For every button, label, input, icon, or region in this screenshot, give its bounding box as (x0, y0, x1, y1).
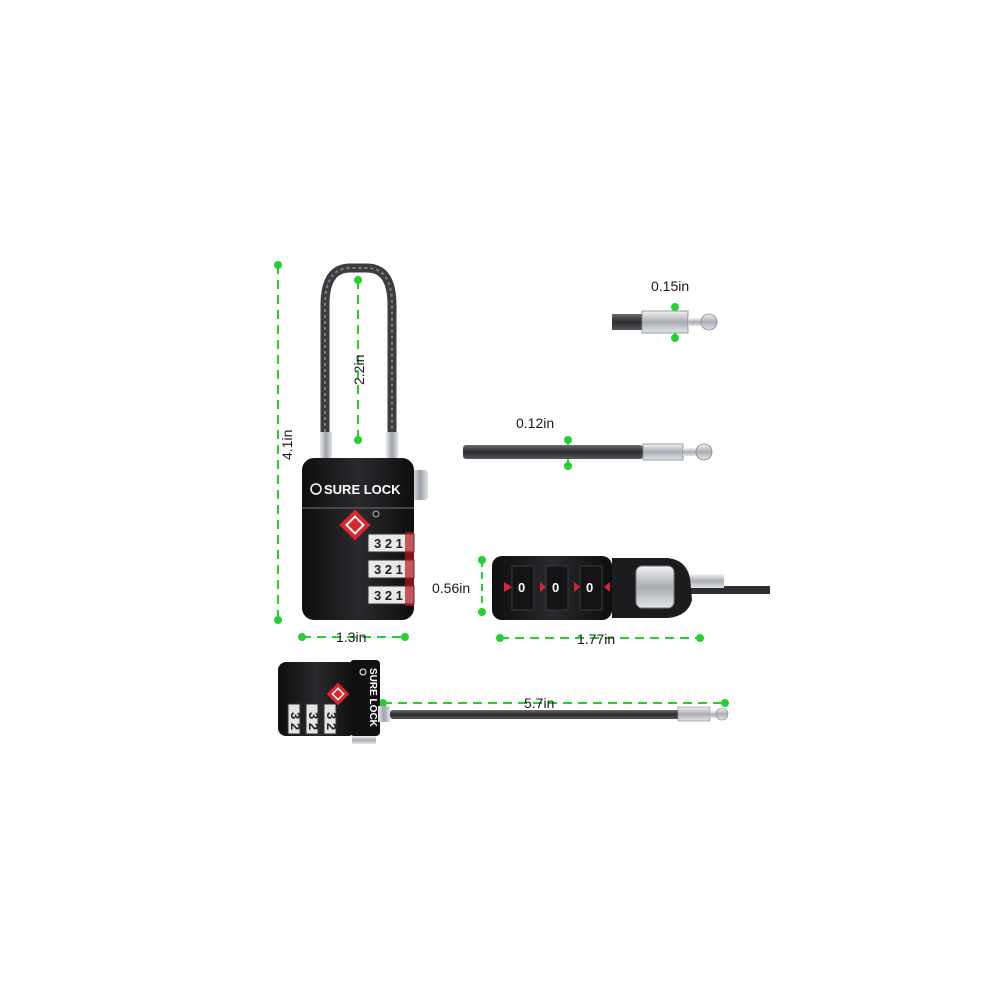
bottom-dial-3: 0 (586, 580, 593, 595)
front-view-lock: SURE LOCK 3 2 1 3 2 1 3 2 1 (302, 263, 428, 620)
label-cable-height: 2.2in (351, 355, 367, 385)
label-cable-tip: 0.15in (651, 278, 689, 294)
dial-1: 3 2 1 (374, 536, 403, 551)
cable-tip-detail (612, 310, 718, 334)
brand-name: SURE LOCK (324, 482, 401, 497)
tsa-logo-icon (339, 509, 380, 541)
side-dial-1: 3 2 (288, 712, 303, 730)
label-body-width: 1.3in (336, 629, 366, 645)
dial-3: 3 2 1 (374, 588, 403, 603)
cable-thickness-detail (463, 443, 713, 461)
dial-2: 3 2 1 (374, 562, 403, 577)
label-cable-thickness: 0.12in (516, 415, 554, 431)
side-dial-3: 3 2 (324, 712, 339, 730)
side-brand-name: SURE LOCK (367, 668, 378, 728)
release-button (412, 470, 428, 500)
bottom-dial-1: 0 (518, 580, 525, 595)
side-tsa-logo-icon (326, 682, 350, 706)
label-body-length: 1.77in (577, 631, 615, 647)
combination-dials: 3 2 1 3 2 1 3 2 1 (367, 532, 415, 606)
brand-logo-icon (310, 483, 322, 495)
side-view-lock: SURE LOCK 3 2 3 2 3 2 (278, 660, 729, 744)
bottom-view-lock: 0 0 0 (492, 556, 770, 620)
label-cable-length: 5.7in (524, 695, 554, 711)
lock-body (302, 458, 414, 620)
side-dial-2: 3 2 (306, 712, 321, 730)
label-overall-height: 4.1in (279, 430, 295, 460)
cable-ferrule-left (320, 432, 332, 458)
bottom-dial-2: 0 (552, 580, 559, 595)
cable-ferrule-right (386, 432, 398, 458)
label-body-depth: 0.56in (432, 580, 470, 596)
